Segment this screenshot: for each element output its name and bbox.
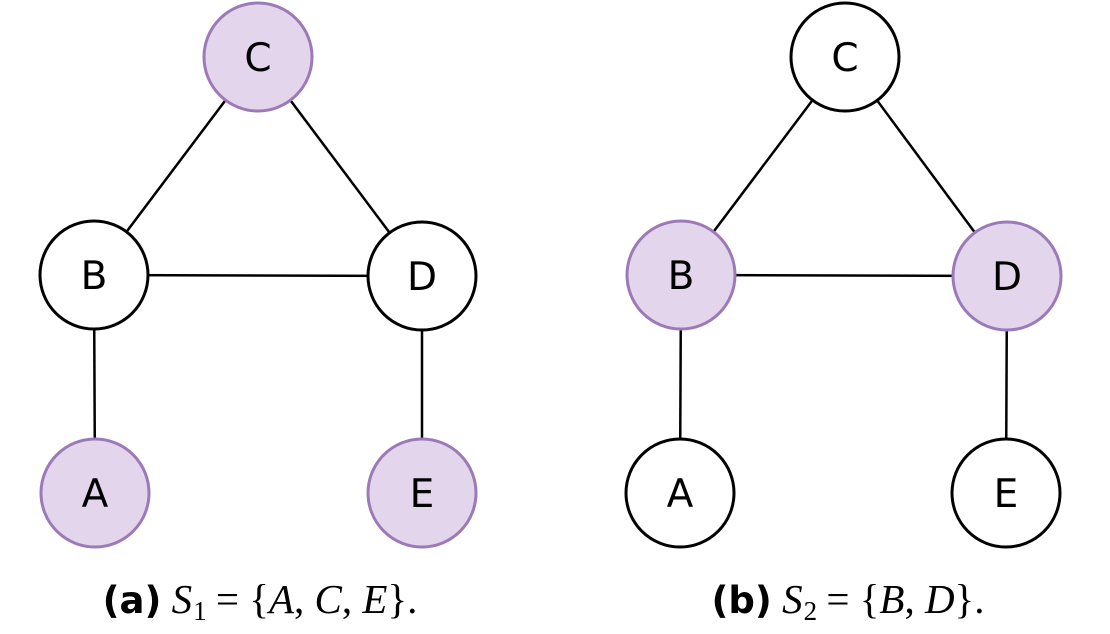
node-label-E-b: E bbox=[994, 472, 1019, 517]
node-A-b bbox=[624, 437, 736, 549]
node-label-A-b: A bbox=[667, 472, 694, 517]
caption-b-label: (b) bbox=[711, 579, 772, 622]
node-label-B-b: B bbox=[668, 254, 695, 299]
node-D-b bbox=[951, 220, 1063, 332]
set-subscript: 2 bbox=[803, 596, 818, 626]
node-label-D-a: D bbox=[407, 255, 437, 300]
caption-b-rhs: = {B, D}. bbox=[826, 576, 985, 622]
node-D-a bbox=[366, 220, 478, 332]
node-B-a bbox=[38, 219, 150, 331]
caption-a: (a) S1 = {A, C, E}. bbox=[102, 576, 418, 625]
node-E-b bbox=[950, 437, 1062, 549]
node-A-a bbox=[39, 437, 151, 549]
node-C-a bbox=[202, 1, 314, 113]
set-subscript: 1 bbox=[193, 596, 207, 626]
graph-a: C B D A E bbox=[38, 1, 478, 549]
node-label-B-a: B bbox=[81, 254, 108, 299]
set-symbol: S bbox=[171, 576, 193, 622]
caption-a-label: (a) bbox=[102, 579, 162, 622]
set-symbol: S bbox=[782, 576, 803, 622]
caption-a-math: S1 = {A, C, E}. bbox=[161, 576, 418, 625]
node-label-D-b: D bbox=[992, 255, 1022, 300]
node-label-E-a: E bbox=[410, 472, 435, 517]
caption-a-rhs: = {A, C, E}. bbox=[215, 576, 418, 622]
node-E-a bbox=[366, 437, 478, 549]
caption-b-math: S2 = {B, D}. bbox=[772, 576, 985, 625]
caption-b: (b) S2 = {B, D}. bbox=[711, 576, 985, 625]
node-B-b bbox=[625, 219, 737, 331]
node-C-b bbox=[789, 1, 901, 113]
node-label-A-a: A bbox=[82, 472, 109, 517]
node-label-C-b: C bbox=[831, 36, 858, 81]
node-label-C-a: C bbox=[244, 36, 271, 81]
graph-b: C B D A E bbox=[624, 1, 1063, 549]
